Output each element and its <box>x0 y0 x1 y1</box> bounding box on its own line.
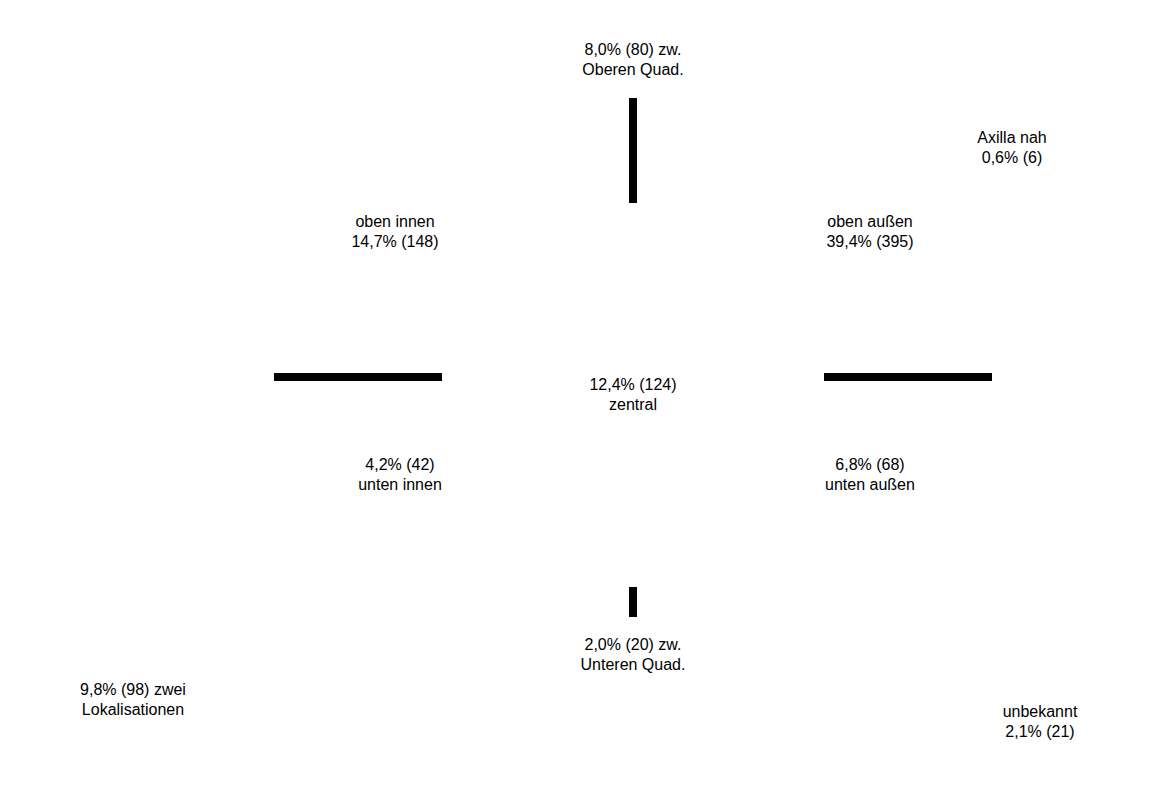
shape-fill <box>523 23 743 97</box>
quadrant-label: 6,8% (68) unten außen <box>820 455 920 495</box>
node-label: unbekannt 2,1% (21) <box>996 702 1084 742</box>
node-label: 2,0% (20) zw. Unteren Quad. <box>563 635 703 675</box>
quadrant-divider <box>824 373 992 381</box>
shape-fill <box>865 12 1160 285</box>
shape-outline <box>522 22 744 98</box>
shape-fill <box>9 643 257 757</box>
shape-fill <box>272 34 994 756</box>
shape-fill <box>966 673 1114 771</box>
breast-circle: oben innen 14,7% (148) oben außen 39,4% (… <box>271 33 995 757</box>
quadrant-divider <box>274 373 442 381</box>
node-label: 9,8% (98) zwei Lokalisationen <box>74 680 192 720</box>
divider-bar <box>629 587 637 617</box>
shape-fill <box>523 618 743 692</box>
quadrant-ellipse: 8,0% (80) zw. Oberen Quad. <box>522 22 744 98</box>
central-circle: 12,4% (124) zentral <box>441 203 825 587</box>
count-ellipse: 9,8% (98) zwei Lokalisationen <box>8 642 258 758</box>
quadrant-label: oben außen 39,4% (395) <box>816 212 924 252</box>
quadrant-label: oben innen 14,7% (148) <box>339 212 451 252</box>
shape-outline <box>8 642 258 758</box>
label-slot: 6,8% (68) unten außen <box>820 455 920 495</box>
shape-outline <box>522 617 744 693</box>
quadrant-label: 4,2% (42) unten innen <box>352 455 448 495</box>
shape-fill <box>442 204 824 586</box>
label-slot: oben außen 39,4% (395) <box>816 212 924 252</box>
shape-outline <box>441 203 825 587</box>
unknown-ellipse: unbekannt 2,1% (21) <box>965 672 1115 772</box>
quadrant-ellipse: 2,0% (20) zw. Unteren Quad. <box>522 617 744 693</box>
shape-outline <box>965 672 1115 772</box>
label-slot: 4,2% (42) unten innen <box>352 455 448 495</box>
label-slot: oben innen 14,7% (148) <box>339 212 451 252</box>
divider-bar <box>629 98 637 203</box>
node-label: 8,0% (80) zw. Oberen Quad. <box>563 40 703 80</box>
node-label: Axilla nah 0,6% (6) <box>966 128 1058 168</box>
node-label: 12,4% (124) zentral <box>581 375 685 415</box>
